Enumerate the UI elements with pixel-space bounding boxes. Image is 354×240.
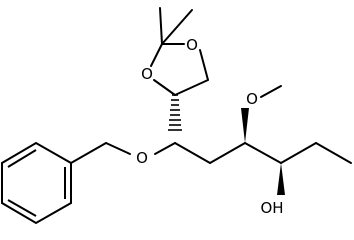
benzyl-ether-bond [154,142,176,155]
benzyl-ch2-bond [105,142,131,155]
methoxy-oxygen-label: O [246,90,258,108]
hashed-bond-c5 [168,94,182,131]
ring-oxygen-left-label: O [141,65,153,83]
ring-oxygen-top-label: O [186,36,198,54]
ring-bond-o3-c4 [199,49,209,81]
methyl-bond-left [159,7,163,45]
methyl-bond-right [161,9,193,45]
benzene-ring [1,141,72,225]
methoxy-methyl-bond [260,85,282,98]
chain-bond-c10-c11 [315,142,352,164]
wedge-bond-methoxy [241,108,249,143]
hydroxyl-label: OH [260,199,283,217]
chemical-structure: O O O O OH [1,7,352,225]
ring-bond-o1-c2 [150,43,163,67]
ring-bond-c4-c5 [174,79,209,96]
benzyl-ring-bond [70,142,107,164]
chain-bond-c6-c7 [174,142,211,164]
chain-bond-c7-c8 [209,142,246,164]
benzyl-oxygen-label: O [136,149,148,167]
chain-bond-c9-c10 [280,142,317,164]
ring-bond-c5-o1 [153,79,176,96]
wedge-bond-hydroxyl [277,163,285,195]
chain-bond-c8-c9 [244,142,282,164]
